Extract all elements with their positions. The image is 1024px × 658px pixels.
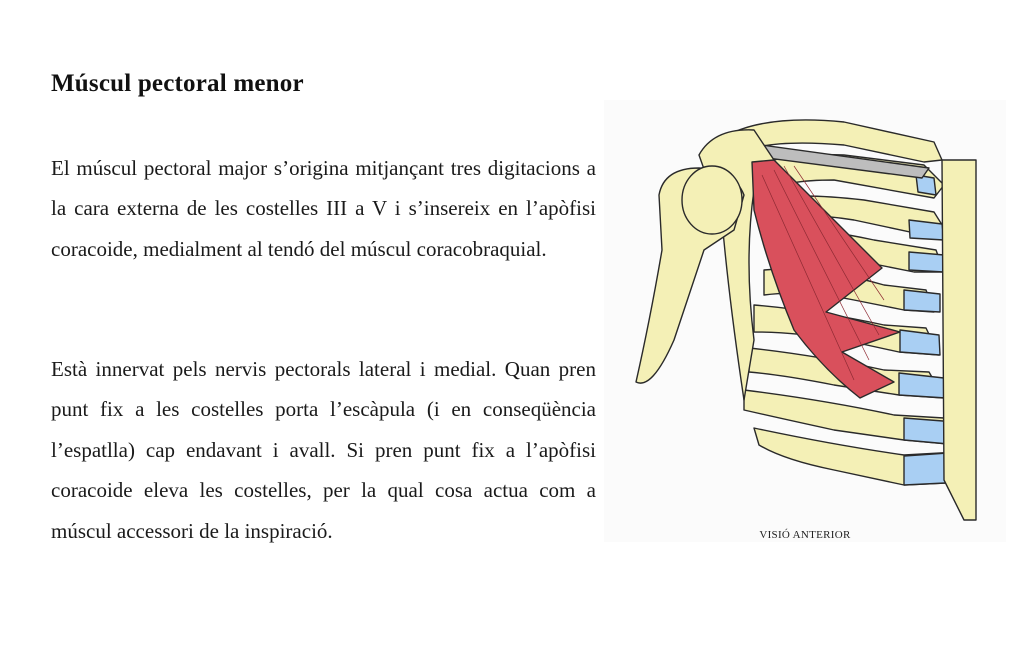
cartilage-2 — [908, 219, 945, 241]
figure-caption: VISIÓ ANTERIOR — [759, 529, 851, 541]
humeral-head — [681, 165, 743, 235]
clavicle — [733, 119, 943, 163]
cartilage-3 — [908, 251, 945, 273]
anatomy-illustration: VISIÓ ANTERIOR — [604, 100, 1006, 542]
paragraph-innervation: Està innervat pels nervis pectorals late… — [51, 357, 596, 543]
cartilage-1 — [915, 174, 937, 196]
sternum — [941, 159, 977, 521]
paragraph-origin: El múscul pectoral major s’origina mitja… — [51, 156, 596, 261]
cartilage-4 — [903, 289, 941, 313]
page-title: Múscul pectoral menor — [51, 70, 304, 97]
cartilage-5 — [899, 329, 941, 356]
pectoralis-minor-muscle — [751, 159, 901, 399]
cartilage-6 — [898, 372, 947, 399]
pectoralis-minor-diagram — [635, 119, 977, 521]
